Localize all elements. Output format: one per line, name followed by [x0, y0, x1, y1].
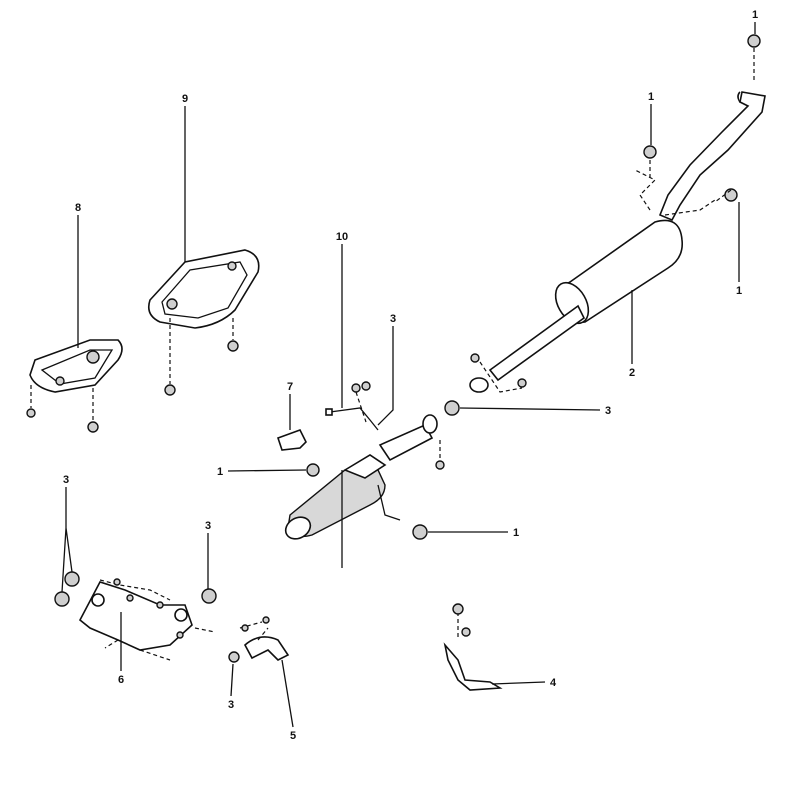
callout-5: 5: [290, 730, 296, 742]
callout-3-bottom: 3: [228, 699, 234, 711]
hardware: [26, 34, 761, 607]
callout-1-top: 1: [752, 9, 758, 21]
leader-lines: [61, 22, 756, 728]
exhaust-manifold: [78, 578, 216, 661]
callout-6: 6: [118, 674, 124, 686]
callout-8: 8: [75, 202, 81, 214]
callout-4: 4: [550, 677, 557, 689]
callout-3-mid: 3: [605, 405, 611, 417]
callout-1-upper: 1: [648, 91, 654, 103]
heat-shield-8: [29, 339, 123, 393]
callout-3-manifold: 3: [205, 520, 211, 532]
tailpipe-assembly: [469, 91, 766, 393]
heat-shield-9: [147, 249, 260, 329]
callout-labels: 1 1 1 9 8 10 3 2 3 7 1 1 3 3 6 3 5 4: [63, 9, 758, 742]
callout-1-right: 1: [736, 285, 742, 297]
callout-3-sensor: 3: [390, 313, 396, 325]
callout-7: 7: [287, 381, 293, 393]
callout-1-lower: 1: [513, 527, 519, 539]
callout-2: 2: [629, 367, 635, 379]
catalytic-converter: [284, 407, 438, 540]
callout-1-left: 1: [217, 466, 223, 478]
clamp-7: [276, 429, 307, 451]
callout-9: 9: [182, 93, 188, 105]
heat-shield-5: [228, 616, 290, 663]
bracket-4: [443, 603, 503, 691]
callout-3-left: 3: [63, 474, 69, 486]
callout-10: 10: [336, 231, 348, 243]
